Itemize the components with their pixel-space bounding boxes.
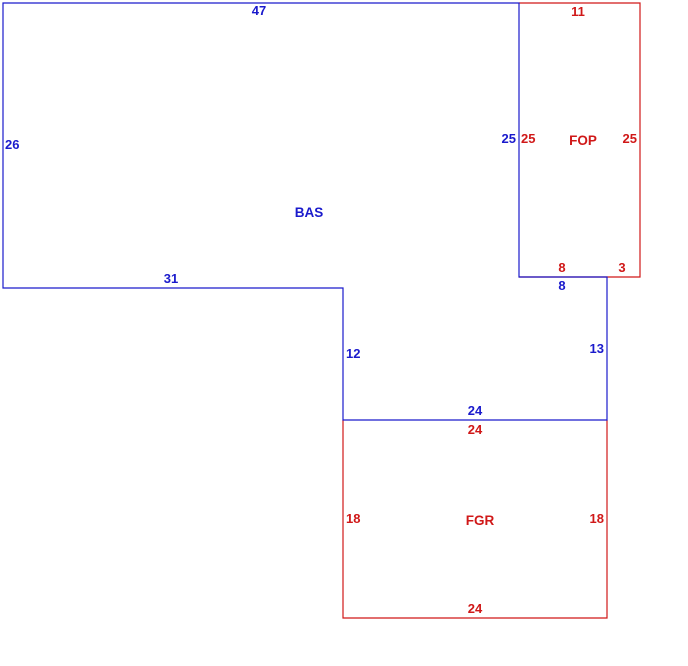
fop-dim-bottom-right: 3 [618,260,625,275]
fgr-dim-top: 24 [468,422,483,437]
bas-outline [2,2,608,421]
fop-dim-bottom-left: 8 [558,260,565,275]
bas-dim-notch-bottom: 8 [558,278,565,293]
fop-dim-top: 11 [571,4,585,19]
bas-dim-bottom-mid: 24 [468,403,483,418]
fgr-outline [342,420,608,619]
bas-dim-left: 26 [5,137,19,152]
fgr-dim-left: 18 [346,511,360,526]
fop-area-code: FOP [569,133,597,148]
fgr-dim-right: 18 [590,511,604,526]
bas-dim-right-lower: 13 [590,341,604,356]
bas-dim-right-upper: 25 [502,131,516,146]
bas-dim-step-down: 12 [346,346,360,361]
fop-dim-right: 25 [623,131,637,146]
fgr-dim-bottom: 24 [468,601,483,616]
fop-dim-left: 25 [521,131,535,146]
bas-area-code: BAS [295,205,324,220]
bas-dim-bottom-left: 31 [164,271,178,286]
bas-dim-top: 47 [252,3,266,18]
fgr-area-code: FGR [466,513,495,528]
